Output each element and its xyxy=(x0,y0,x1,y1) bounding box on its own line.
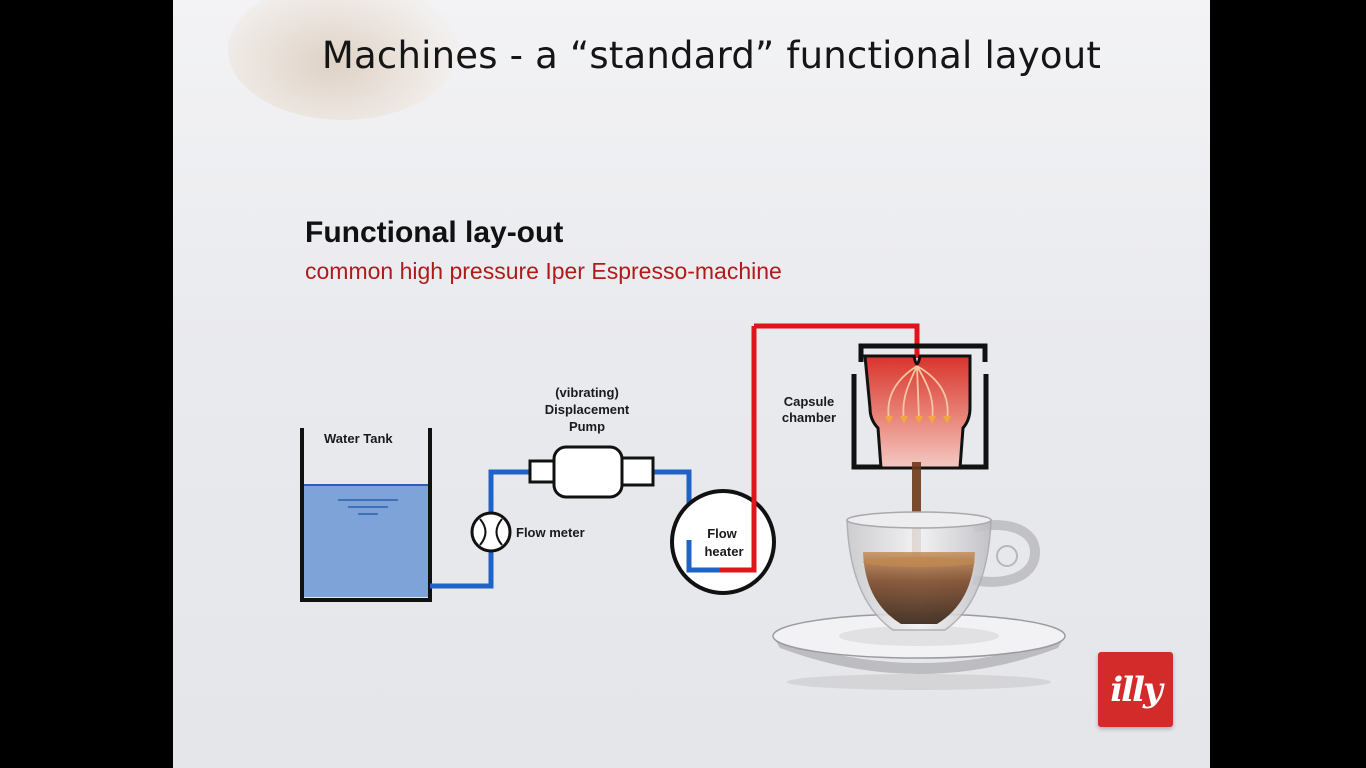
coffee-cup-decoration xyxy=(228,0,458,120)
tank-walls xyxy=(300,428,432,602)
espresso-machine-diagram: Water Tank Flow meter (vibrating) Displa… xyxy=(300,323,1066,690)
capsule-chamber: Capsule chamber xyxy=(782,343,989,470)
pump-label-line-3: Pump xyxy=(569,419,605,434)
illy-logo: illy xyxy=(1098,652,1173,727)
water-tank: Water Tank xyxy=(300,428,432,602)
water-spray-lines xyxy=(887,365,949,421)
pump-outlet-port xyxy=(620,456,655,487)
heater-coil-hot xyxy=(720,326,757,573)
diagram-subheading: common high pressure Iper Espresso-machi… xyxy=(305,258,782,284)
capsule-chamber-label-line-1: Capsule xyxy=(784,394,835,409)
capsule xyxy=(863,354,972,470)
pump-label-line-2: Displacement xyxy=(545,402,630,417)
saucer-well xyxy=(839,626,999,646)
flow-heater-label-line-1: Flow xyxy=(707,526,737,541)
pump-body xyxy=(552,445,624,499)
flow-meter: Flow meter xyxy=(470,511,585,553)
cup-rim xyxy=(846,511,992,529)
hot-water-pipe xyxy=(754,323,920,358)
flow-heater: Flow heater xyxy=(670,326,776,595)
heater-coil-cold xyxy=(686,540,720,573)
saucer xyxy=(772,613,1066,690)
tank-water xyxy=(304,485,428,597)
flow-meter-label: Flow meter xyxy=(516,525,585,540)
capsule-chamber-label-line-2: chamber xyxy=(782,410,836,425)
displacement-pump: (vibrating) Displacement Pump xyxy=(528,385,655,499)
diagram-heading: Functional lay-out xyxy=(305,216,564,249)
flow-meter-body xyxy=(470,511,512,553)
chamber-top-clamp xyxy=(858,343,988,362)
illy-logo-text: illy xyxy=(1110,669,1162,710)
saucer-shadow xyxy=(787,674,1051,690)
flow-meter-turbine-icon xyxy=(479,518,503,546)
crema xyxy=(863,557,975,567)
saucer-rim xyxy=(773,636,1065,674)
spray-arrows xyxy=(885,416,951,424)
pump-label-line-1: (vibrating) xyxy=(555,385,619,400)
pump-inlet-port xyxy=(528,459,556,484)
flow-heater-label-line-2: heater xyxy=(704,544,743,559)
water-tank-label: Water Tank xyxy=(324,431,393,446)
slide: Machines - a “standard” functional layou… xyxy=(173,0,1210,768)
cup-handle xyxy=(971,520,1041,587)
coffee-in-cup xyxy=(863,552,975,624)
coffee-stream xyxy=(912,462,921,557)
cup-handle-hole xyxy=(996,545,1018,567)
espresso-cup xyxy=(846,511,1041,631)
slide-title: Machines - a “standard” functional layou… xyxy=(321,34,1102,77)
